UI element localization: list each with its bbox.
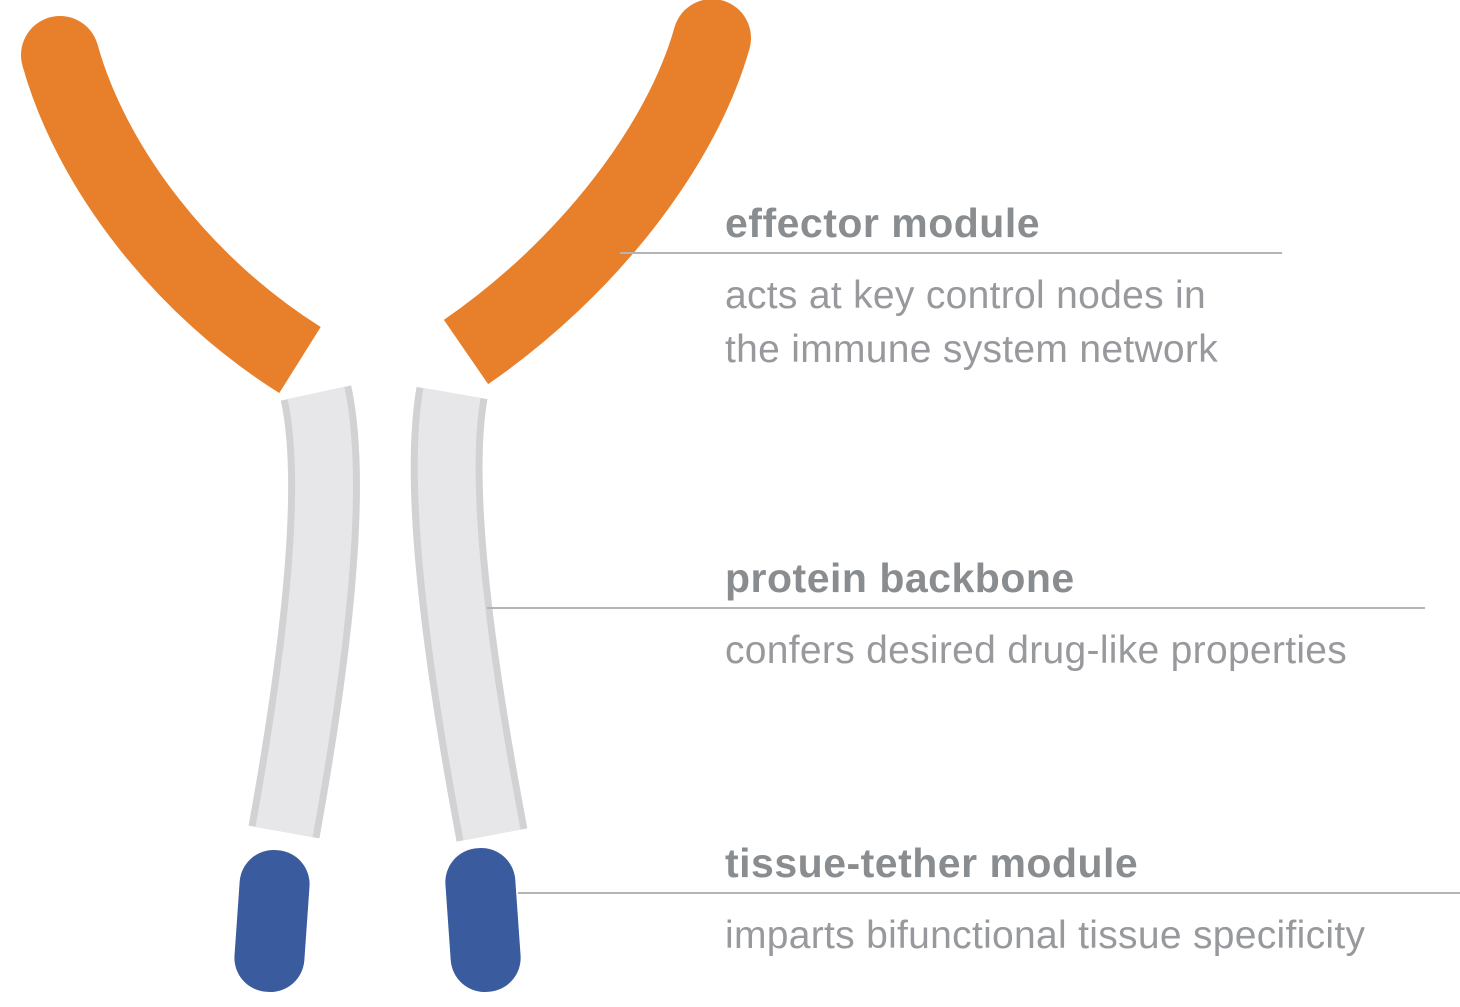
effector-module-title: effector module xyxy=(725,200,1041,246)
leader-line-backbone xyxy=(487,607,1425,609)
protein-backbone-description: confers desired drug-like properties xyxy=(725,629,1348,673)
tissue-tether-right-icon xyxy=(445,848,521,992)
annotation-effector-module: effector module acts at key control node… xyxy=(725,200,1218,377)
leader-line-tether xyxy=(518,892,1460,894)
annotation-tissue-tether-module: tissue-tether module imparts bifunctiona… xyxy=(725,840,1365,963)
antibody-molecule xyxy=(21,0,751,992)
protein-backbone-title: protein backbone xyxy=(725,555,1075,601)
tissue-tether-module-title: tissue-tether module xyxy=(725,840,1139,886)
tissue-tether-left-icon xyxy=(234,850,310,992)
effector-arm-left-icon xyxy=(22,44,321,394)
annotation-protein-backbone: protein backbone confers desired drug-li… xyxy=(725,555,1347,678)
tissue-tether-module-description: imparts bifunctional tissue specificity xyxy=(725,914,1366,958)
effector-module-description: acts at key control nodes in the immune … xyxy=(725,274,1219,371)
leader-line-effector xyxy=(620,252,1282,254)
protein-backbone-right-icon xyxy=(417,388,521,841)
protein-backbone-left-icon xyxy=(255,386,354,838)
effector-arm-right-icon xyxy=(443,26,750,385)
